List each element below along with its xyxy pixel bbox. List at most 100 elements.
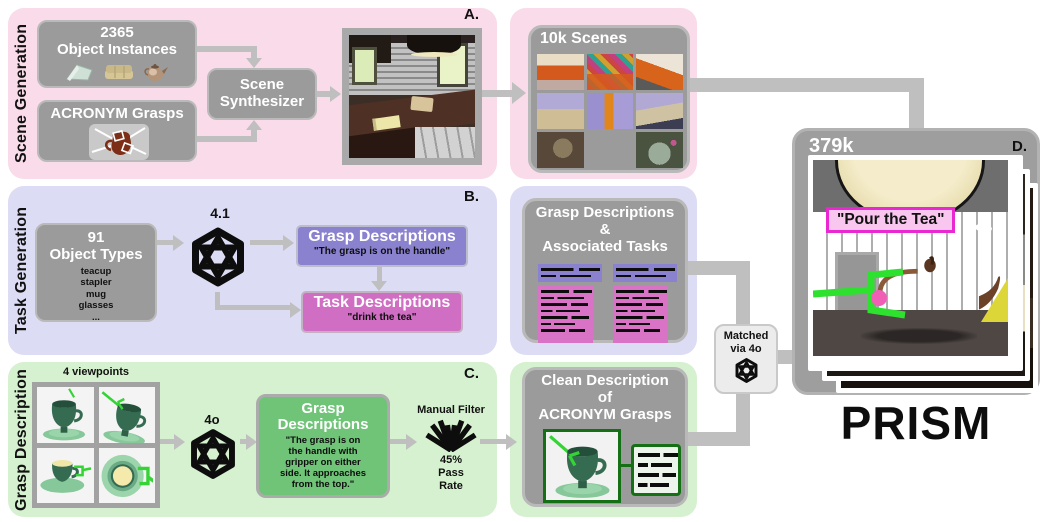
bus-connector [736,261,750,327]
matched-via-4o-node: Matched via 4o [714,324,778,394]
grasp-descriptions-green-box: Grasp Descriptions "The grasp is on the … [256,394,390,498]
descriptions-tasks-output-box: Grasp Descriptions & Associated Tasks [522,198,688,343]
bus-connector [688,432,750,446]
connector [251,128,257,142]
gpt-logo-icon [186,225,250,289]
connector [215,292,220,308]
connector [197,46,257,52]
teacup-view-image [37,387,94,443]
scene-thumbnail [586,93,634,129]
grasp-descriptions-box: Grasp Descriptions "The grasp is on the … [296,225,468,267]
pass-rate-stat: 45% Pass Rate [438,454,464,492]
connector [480,439,508,444]
prism-scene-image: "Pour the Tea" [813,160,1008,356]
prism-count: 379k [809,135,854,157]
bus-connector [690,78,924,92]
scenes-output-title: 10k Scenes [540,30,628,47]
acronym-mug-image [89,124,149,160]
scene-generation-row-label: Scene Generation [13,23,30,164]
scene-thumbnail [586,54,634,90]
scene-thumbnail [537,93,584,129]
viewpoints-label: 4 viewpoints [62,366,130,378]
connector [240,439,248,444]
synthesized-scene-image [342,28,482,165]
kitchen-floor [415,127,475,158]
task-generation-row-label: Task Generation [13,206,30,335]
connector [160,439,176,444]
description-card [538,264,602,282]
scene-synthesizer-box: Scene Synthesizer [207,68,317,120]
bus-connector [909,78,924,132]
prism-panel: 379k D. [792,128,1040,395]
panel-tag-c: C. [464,365,479,382]
acronym-grasps-title: ACRONYM Grasps [50,105,184,122]
object-types-title: 91 Object Types [49,229,143,263]
task-list-card [613,286,668,343]
connector [317,91,331,97]
kitchen-window-left [352,47,377,85]
teacup-view-image [37,447,94,503]
descriptions-tasks-title: Grasp Descriptions & Associated Tasks [535,204,675,255]
arrow-right-icon [283,235,294,251]
gripper-marker [813,268,906,319]
kitchen-lamp [407,35,461,55]
object-types-examples: teacup stapler mug glasses ... [78,265,114,323]
gpt-logo-icon [186,427,240,481]
grasp-descriptions-title: Grasp Descriptions [308,228,456,245]
clean-description-title: Clean Description of ACRONYM Grasps [538,372,672,423]
arrow-right-icon [406,434,417,450]
connector [390,439,408,444]
prism-title: PRISM [840,397,992,449]
scene-thumbnail [636,54,683,90]
fan-icon [425,419,477,452]
arrow-down-icon [371,281,387,291]
glass-wedge-icon [66,64,93,81]
arrow-down-icon [246,58,262,68]
matched-via-4o-label: Matched via 4o [723,330,769,355]
panel-tag-b: B. [464,188,479,205]
floor [813,310,1008,356]
connector [482,90,514,97]
viewpoints-grid [32,382,160,508]
scene-thumbnail [636,93,683,129]
arrow-right-icon [512,82,526,104]
object-types-box: 91 Object Types teacup stapler mug glass… [35,223,157,323]
panel-tag-a: A. [464,6,479,23]
object-instances-box: 2365 Object Instances [37,20,197,88]
arrow-right-icon [174,434,185,450]
teapot-image [877,256,1001,336]
scene-thumbnail [636,132,683,168]
object-instance-thumbnails [39,60,195,84]
grasp-descriptions-green-title: Grasp Descriptions [277,400,369,433]
task-descriptions-title: Task Descriptions [313,294,451,311]
gpt-logo-icon [735,357,757,383]
object-instances-title: 2365 Object Instances [56,24,178,58]
scene-thumbnail [587,132,634,168]
connector [251,46,257,60]
sofa-icon [105,65,133,79]
panel-tag-d: D. [1012,138,1027,155]
connector [197,136,257,142]
teacup-top-view-image [98,447,155,503]
grasp-descriptions-green-quote: "The grasp is on the handle with gripper… [279,434,367,491]
arrow-up-icon [246,120,262,130]
teacup-view-image [98,387,155,443]
bus-connector [776,350,794,364]
teapot-shadow [861,328,977,344]
task-descriptions-box: Task Descriptions "drink the tea" [301,291,463,333]
task-list-card [538,286,593,343]
model-41-label: 4.1 [210,205,230,221]
clean-description-card [631,444,681,496]
connector [215,305,291,310]
connector [250,240,284,245]
clean-description-output-box: Clean Description of ACRONYM Grasps [522,367,688,507]
connector [377,267,382,282]
description-card [613,264,677,282]
task-label: "Pour the Tea" [826,207,956,233]
model-4o-label: 4o [204,412,220,427]
manual-filter-label: Manual Filter [417,404,485,416]
arrow-right-icon [173,235,184,251]
arrow-right-icon [330,86,341,102]
connector [157,240,175,245]
task-descriptions-quote: "drink the tea" [347,311,417,323]
